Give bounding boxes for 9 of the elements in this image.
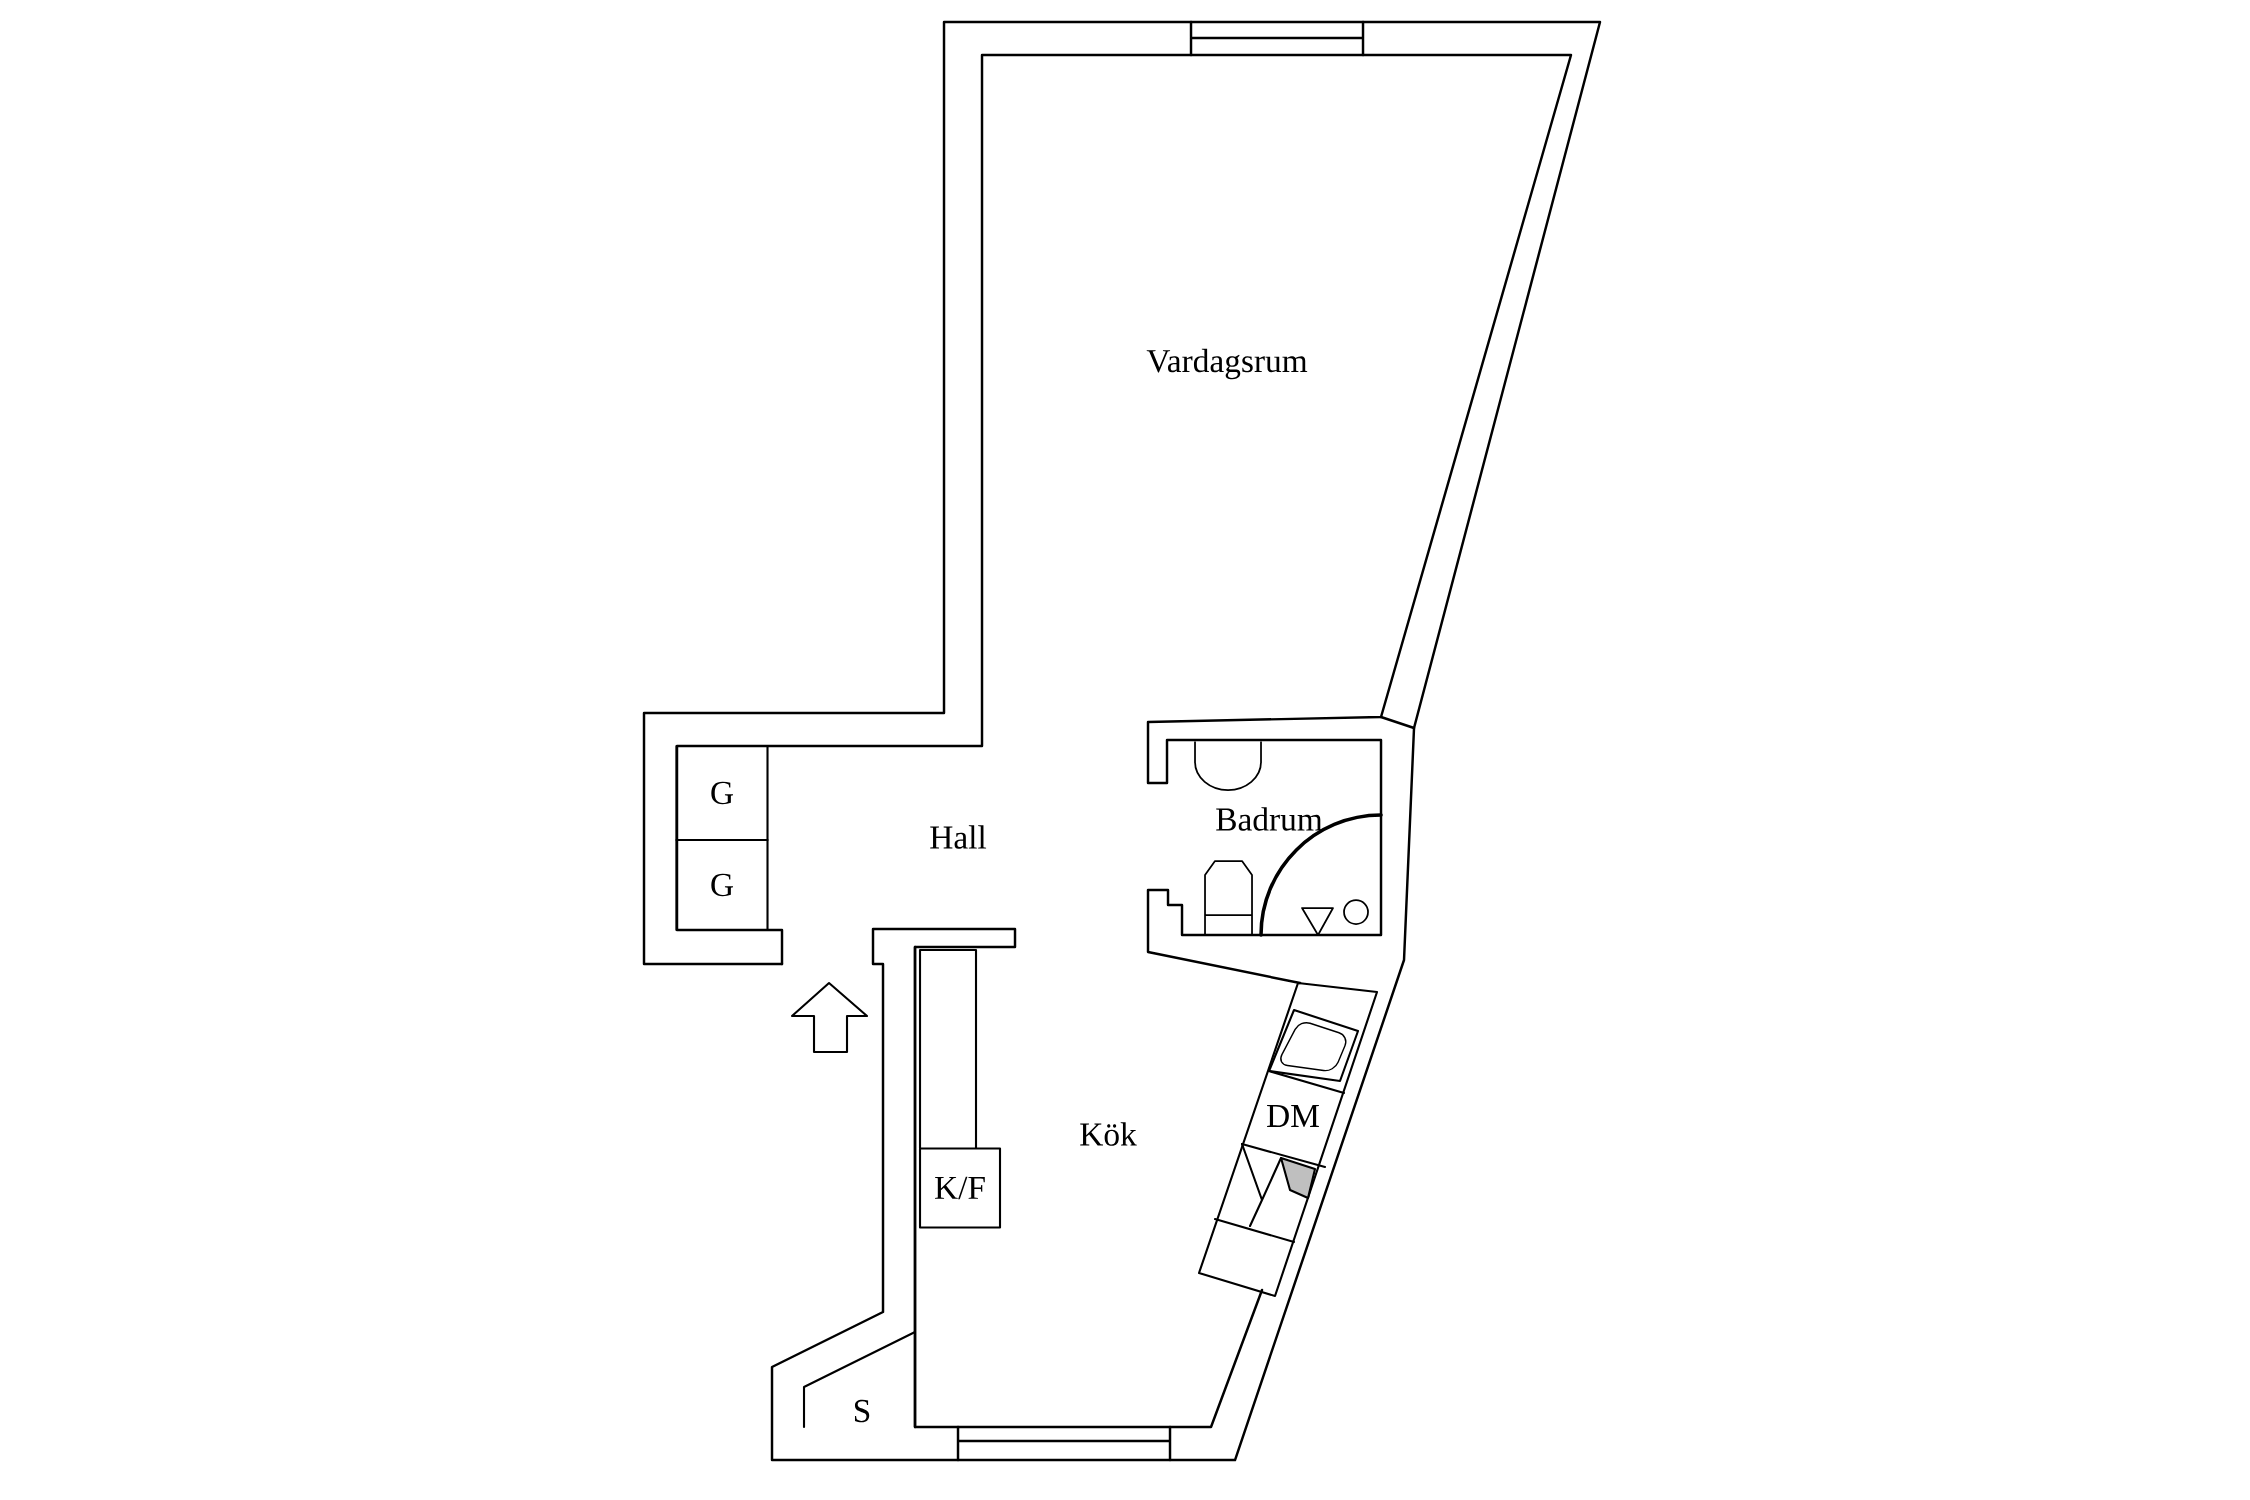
room-label: Hall [930,825,987,849]
fixture-label: DM [1267,1105,1319,1127]
room-label: Vardagsrum [1146,348,1308,380]
storage-box: K/F [918,1147,1002,1229]
storage-box: G [675,838,769,932]
room-label: Badrum [1216,807,1323,831]
room-label: Kök [1080,1122,1137,1146]
storage-box: G [675,744,769,842]
fixture-label: S [854,1399,870,1423]
